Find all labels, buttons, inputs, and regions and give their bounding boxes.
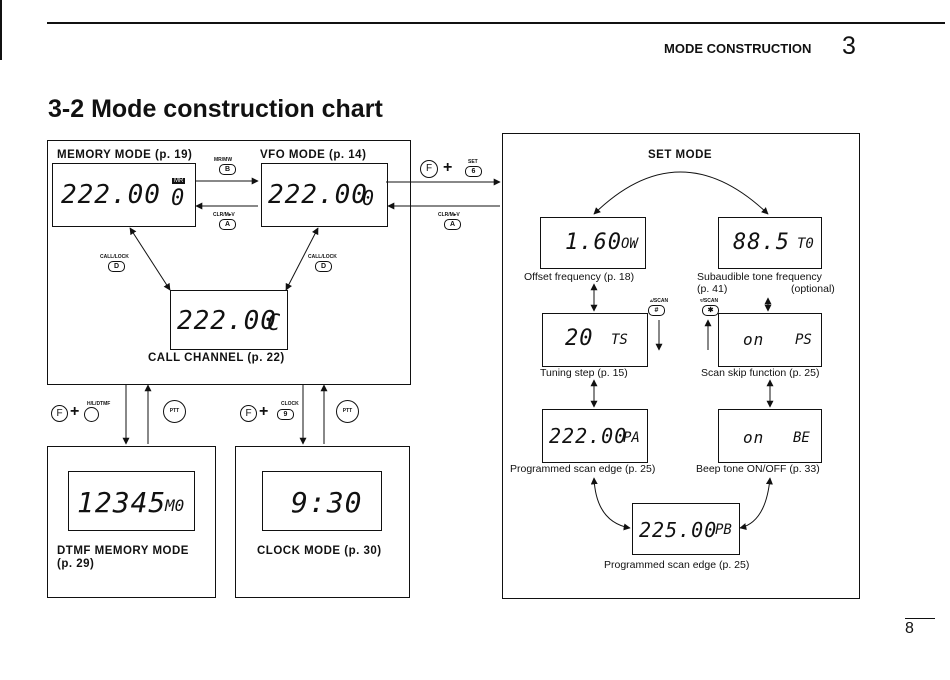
scanskip-code: PS [795, 332, 812, 348]
offset-display: 1.60 OW [540, 217, 646, 269]
calllock-key-label-2: CALL/LOCK [308, 254, 337, 260]
arrow-arc-bottom-right [739, 477, 773, 530]
dtmf-channel: M0 [165, 496, 185, 515]
dtmf-display: 12345 M0 [68, 471, 195, 531]
call-channel-label: CALL CHANNEL (p. 22) [148, 352, 285, 364]
dtmf-mode-page: (p. 29) [57, 558, 95, 570]
hldtmf-button[interactable] [84, 407, 99, 422]
beep-code: BE [793, 430, 810, 446]
beep-caption: Beep tone ON/OFF (p. 33) [696, 463, 820, 475]
offset-code: OW [621, 236, 638, 252]
vfo-mode-label: VFO MODE (p. 14) [260, 149, 367, 161]
memory-mode-label: MEMORY MODE (p. 19) [57, 149, 193, 161]
tuning-code: TS [611, 332, 628, 348]
subtone-value: 88.5 [733, 230, 790, 255]
memory-mode-display: 222.00 0 MR [52, 163, 196, 227]
page-number-rule [905, 618, 935, 619]
plus-sign-set: + [443, 159, 453, 176]
page-number: 8 [905, 620, 914, 637]
arrow-arc-bottom-left [590, 477, 631, 531]
plus-sign-dtmf: + [70, 403, 80, 420]
arrow-vfo-to-call [285, 227, 319, 291]
memory-vfo-call-group [47, 140, 411, 385]
hldtmf-key-label: H/L/DTMF [87, 401, 111, 407]
clrmv-key-label-2: CLR/M▸V [438, 212, 460, 218]
subtone-page: (p. 41) [697, 283, 728, 295]
subtone-display: 88.5 T0 [718, 217, 822, 269]
vfo-frequency: 222.00 [268, 180, 368, 210]
dtmf-mode-label: DTMF MEMORY MODE [57, 545, 189, 557]
progedge-value: 222.00 [549, 424, 628, 448]
tuning-display: 20 TS [542, 313, 648, 367]
progedge-display: 222.00 PA [542, 409, 648, 463]
beep-display: on BE [718, 409, 822, 463]
header-section: MODE CONSTRUCTION [664, 41, 812, 56]
arrow-mr-to-call [129, 227, 171, 291]
upscan-key-label: ▵/SCAN [650, 298, 669, 304]
set-key-label: SET [468, 159, 478, 165]
clock-key-label: CLOCK [281, 401, 299, 407]
f-key-dtmf[interactable]: F [51, 405, 68, 422]
beep-value: on [743, 428, 765, 447]
f-key-clock[interactable]: F [240, 405, 257, 422]
clock-mode-box [235, 446, 410, 598]
call-frequency: 222.00 [177, 306, 277, 336]
clrmv-key-label-1: CLR/M▸V [213, 212, 235, 218]
mrmw-key-label: MR/MW [214, 157, 233, 163]
progedge-caption: Programmed scan edge (p. 25) [510, 463, 656, 475]
header-chapter: 3 [842, 32, 856, 60]
scanskip-display: on PS [718, 313, 822, 367]
scanskip-value: on [743, 330, 765, 349]
vfo-channel: 0 [362, 186, 375, 210]
calllock-key-label-1: CALL/LOCK [100, 254, 129, 260]
mr-indicator: MR [172, 178, 186, 184]
clock-display: 9:30 [262, 471, 382, 531]
vfo-mode-display: 222.00 0 [261, 163, 388, 227]
memory-channel: 0 [171, 186, 185, 211]
progedge2-value: 225.00 [639, 518, 718, 542]
clock-button[interactable]: 9 [277, 409, 294, 420]
left-margin-rule [0, 0, 2, 60]
offset-caption: Offset frequency (p. 18) [524, 271, 635, 283]
progedge-code: PA [623, 430, 640, 446]
clock-mode-label: CLOCK MODE (p. 30) [257, 545, 382, 557]
scanskip-caption: Scan skip function (p. 25) [701, 367, 820, 379]
set-mode-box [502, 133, 860, 599]
memory-frequency: 222.00 [61, 180, 161, 210]
set-mode-label: SET MODE [648, 149, 713, 161]
subtone-optional: (optional) [791, 283, 835, 295]
ptt-button-2[interactable]: PTT [336, 400, 359, 423]
page-title: 3-2 Mode construction chart [48, 95, 383, 123]
clock-time: 9:30 [291, 486, 363, 519]
progedge2-display: 225.00 PB [632, 503, 740, 555]
progedge2-code: PB [715, 522, 732, 538]
clrmv-button-2[interactable]: A [444, 219, 461, 230]
call-channel-display: 222.00 C [170, 290, 288, 350]
progedge2-caption: Programmed scan edge (p. 25) [604, 559, 750, 571]
subtone-caption: Subaudible tone frequency [697, 271, 822, 283]
dtmf-code: 12345 [77, 486, 167, 519]
calllock-button-1[interactable]: D [108, 261, 125, 272]
ptt-button-1[interactable]: PTT [163, 400, 186, 423]
arrow-arc-top [593, 171, 769, 215]
tuning-value: 20 [565, 326, 594, 351]
call-indicator: C [267, 311, 281, 336]
header-rule [47, 22, 945, 24]
mrmw-button[interactable]: B [219, 164, 236, 175]
offset-value: 1.60 [565, 230, 622, 255]
plus-sign-clock: + [259, 403, 269, 420]
dtmf-mode-box [47, 446, 216, 598]
dnscan-button[interactable]: ✱ [702, 305, 719, 316]
set-button[interactable]: 6 [465, 166, 482, 177]
clrmv-button-1[interactable]: A [219, 219, 236, 230]
upscan-button[interactable]: # [648, 305, 665, 316]
f-key-set[interactable]: F [420, 160, 438, 178]
dnscan-key-label: ▿/SCAN [700, 298, 719, 304]
subtone-code: T0 [797, 236, 814, 252]
tuning-caption: Tuning step (p. 15) [540, 367, 628, 379]
